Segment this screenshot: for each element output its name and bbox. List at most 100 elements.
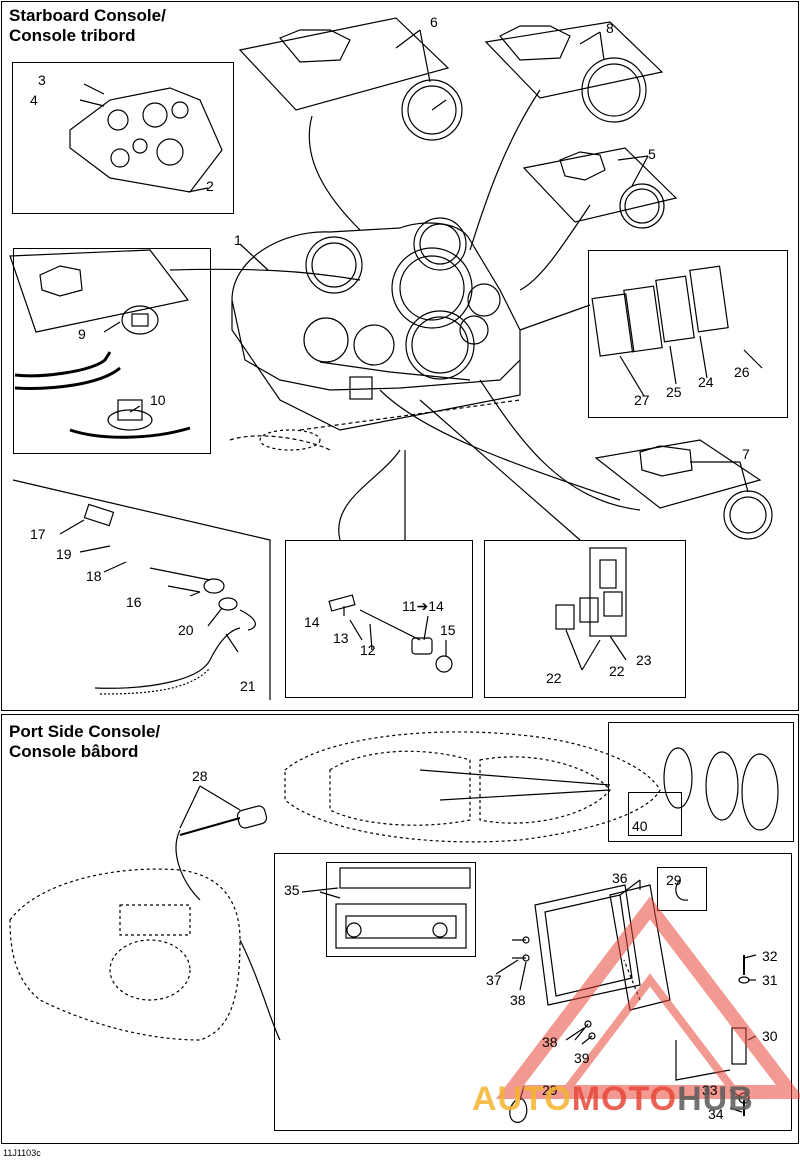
outlet-10: [107, 409, 153, 431]
switch-25: [623, 285, 663, 353]
gauge-6: [401, 79, 463, 141]
callout-4: 4: [30, 92, 38, 108]
callout-29b: 29: [666, 872, 682, 888]
gauge-5: [619, 183, 665, 229]
callout-2: 2: [206, 178, 214, 194]
gauge-8-panel: [484, 21, 664, 99]
callout-38a: 38: [510, 992, 526, 1008]
callout-7: 7: [742, 446, 750, 462]
port-title: Port Side Console/ Console bâbord: [9, 722, 161, 761]
callout-39: 39: [574, 1050, 590, 1066]
switch-22b: [579, 597, 599, 623]
outlet-11: [411, 637, 433, 655]
gauge-7: [723, 490, 773, 540]
callout-19: 19: [56, 546, 72, 562]
radio-unit-box: [326, 862, 476, 957]
switch-module-box: [484, 540, 686, 698]
callout-1: 1: [234, 232, 242, 248]
callout-3: 3: [38, 72, 46, 88]
switch-bezel-23: [589, 547, 627, 637]
callout-6: 6: [430, 14, 438, 30]
gauge-main-left: [305, 236, 363, 294]
callout-21: 21: [240, 678, 256, 694]
radio-35: [335, 903, 467, 949]
ring-9: [39, 265, 83, 297]
watermark-logo: [495, 896, 800, 1099]
callout-32: 32: [762, 948, 778, 964]
connector-17: [83, 503, 115, 527]
gauge-cluster-inset-box: [12, 62, 234, 214]
starboard-title: Starboard Console/ Console tribord: [9, 6, 166, 45]
gauge-7-panel: [594, 439, 762, 509]
callout-37: 37: [486, 972, 502, 988]
callout-13: 13: [333, 630, 349, 646]
ring-20: [218, 597, 238, 611]
callout-22b: 22: [609, 663, 625, 679]
switch-26: [689, 265, 729, 333]
speaker-grille: [663, 747, 693, 809]
callout-36: 36: [612, 870, 628, 886]
figure-code: 11J1103c: [3, 1148, 41, 1158]
connector-14: [328, 594, 356, 612]
callout-12: 12: [360, 642, 376, 658]
callout-27: 27: [634, 392, 650, 408]
gauge-main-center: [391, 247, 473, 329]
gauge-lower: [405, 310, 475, 380]
callout-14: 14: [304, 614, 320, 630]
ring-8: [499, 25, 571, 61]
cap-21: [239, 609, 256, 631]
switch-22a: [555, 604, 575, 630]
ring-7: [639, 445, 693, 477]
port-console-outline: [9, 868, 241, 1041]
gauge-9-panel: [9, 249, 190, 333]
clip-29: [509, 1097, 528, 1123]
callout-28: 28: [192, 768, 208, 784]
callout-20: 20: [178, 622, 194, 638]
callout-23: 23: [636, 652, 652, 668]
frame-36: [534, 884, 641, 1006]
callout-35: 35: [284, 882, 300, 898]
gauge-upper-right: [413, 217, 467, 271]
callout-24: 24: [698, 374, 714, 390]
callout-9: 9: [78, 326, 86, 342]
callout-29a: 29: [542, 1082, 558, 1098]
console-body: [231, 222, 521, 391]
screw-inset-box: [628, 792, 682, 836]
gauge-6-panel: [238, 17, 450, 111]
callout-38b: 38: [542, 1034, 558, 1050]
callout-22a: 22: [546, 670, 562, 686]
callout-16: 16: [126, 594, 142, 610]
gauge-8: [581, 57, 647, 123]
callout-30: 30: [762, 1028, 778, 1044]
callout-34: 34: [708, 1106, 724, 1122]
switch-24: [655, 275, 695, 343]
callout-31: 31: [762, 972, 778, 988]
callout-17: 17: [30, 526, 46, 542]
ring-5: [559, 151, 606, 181]
radio-top: [339, 867, 471, 889]
callout-10: 10: [150, 392, 166, 408]
watermark-text: AUTOMOTOHUB: [472, 1080, 754, 1119]
callout-8: 8: [606, 20, 614, 36]
accessory-outlet-inset-box: [13, 248, 211, 454]
inset-cluster-body: [69, 87, 223, 193]
callout-15: 15: [440, 622, 456, 638]
gauge-5-panel: [522, 147, 678, 223]
switch-27: [591, 293, 635, 357]
callout-5: 5: [648, 146, 656, 162]
boat-outline: [284, 731, 661, 843]
outlet-16: [203, 578, 225, 594]
callout-25: 25: [666, 384, 682, 400]
callout-33: 33: [702, 1082, 718, 1098]
ring-6: [279, 29, 351, 63]
console-switch-cutout: [349, 376, 373, 400]
callout-18: 18: [86, 568, 102, 584]
watermark-auto: AUTO: [472, 1080, 572, 1118]
callout-40: 40: [632, 818, 648, 834]
watermark-hub: HUB: [677, 1080, 754, 1118]
callout-11-14: 11➔14: [402, 598, 444, 614]
outlet-28: [236, 805, 268, 829]
watermark-moto: MOTO: [571, 1080, 678, 1118]
cap-15: [435, 655, 453, 673]
